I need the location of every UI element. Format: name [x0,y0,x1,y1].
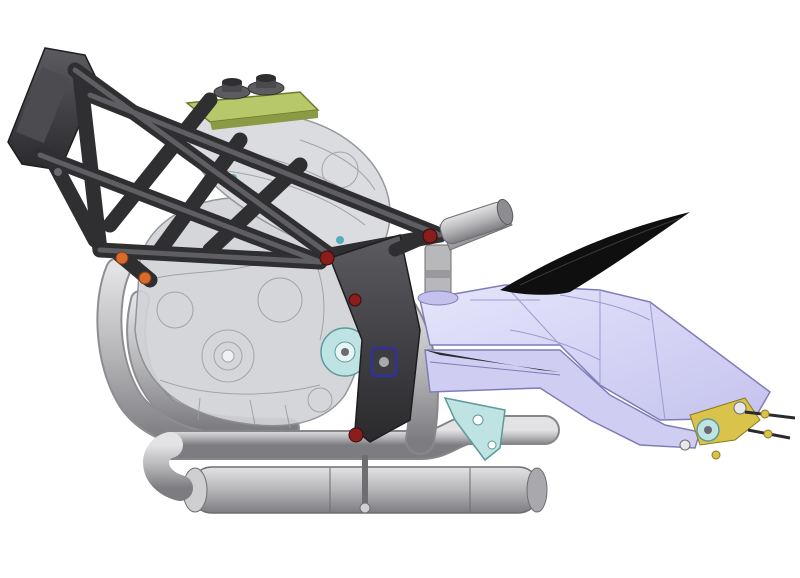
bolt [54,168,62,176]
bolt [319,250,335,266]
frame-bolts [54,168,438,443]
throttle-bodies [185,74,320,130]
bolt [422,228,438,244]
rear-axle-assembly [679,397,796,460]
bolt [348,293,362,307]
bolt [138,271,152,285]
rear-shock [417,244,459,306]
trellis-frame [7,47,448,443]
upper-shock-mount [439,198,514,251]
bolt [348,427,364,443]
fitting-bolt [336,236,344,244]
bolt [115,251,129,265]
exhaust-loop [143,432,193,501]
front-sprocket [320,327,370,377]
swingarm-lower [424,349,701,449]
